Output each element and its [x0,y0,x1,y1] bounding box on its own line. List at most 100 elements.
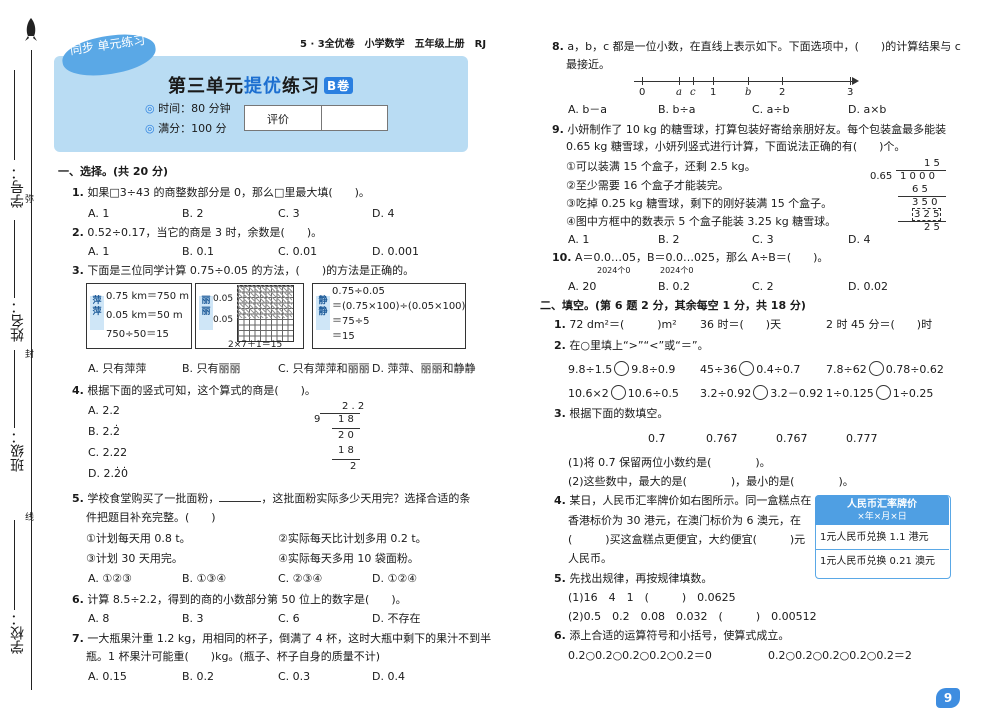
q10-text: 10. A＝0.0…05，B＝0.0…025，那么 A÷B＝( )。 [552,251,829,264]
lili-grid-label: 0.05 [213,294,234,304]
f3-blank[interactable]: (2)这些数中，最大的是( )，最小的是( )。 [568,475,854,488]
q3-option[interactable]: A. 只有萍萍 [88,362,147,375]
q9-sub-line [898,196,946,197]
q4-sub-line [332,459,360,460]
f3-blank[interactable]: (1)将 0.7̇ 保留两位小数约是( )。 [568,456,771,469]
q2-text: 2. 0.52÷0.17，当它的商是 3 时，余数是( )。 [72,226,323,239]
number-line-tick [713,77,714,85]
q9-statement: ③吃掉 0.25 kg 糖雪球，剩下的刚好装满 15 个盒子。 [566,197,833,210]
q9-option[interactable]: A. 1 [568,233,590,246]
q3-option[interactable]: D. 萍萍、丽丽和静静 [372,362,476,375]
q7-option[interactable]: D. 0.4 [372,670,405,683]
f1-blank[interactable]: 2 时 45 分＝( )时 [826,318,933,331]
q10-subscript: 2024个0 [660,266,694,275]
q4-option[interactable]: D. 2.2̇0̇ [88,467,128,480]
exchange-rate-divider [815,549,949,550]
q6-option[interactable]: C. 6 [278,612,300,625]
f6-equation[interactable]: 0.2○0.2○0.2○0.2○0.2＝0 [568,649,712,662]
q3-option[interactable]: B. 只有丽丽 [182,362,241,375]
q4-sub-line [332,428,360,429]
number-line-label: 2 [779,87,786,98]
q4-text: 4. 根据下面的竖式可知，这个算式的商是( )。 [72,384,316,397]
school-line [14,520,15,610]
q4-option[interactable]: A. 2.2 [88,404,120,417]
f4-text-line: 香港标价为 30 港元，在澳门标价为 6 澳元，在 [568,514,801,527]
q9-option[interactable]: B. 2 [658,233,680,246]
q9-option[interactable]: D. 4 [848,233,871,246]
f3-number: 0.7̇ [648,432,666,445]
q6-option[interactable]: A. 8 [88,612,110,625]
f3-text: 3. 根据下面的数填空。 [554,407,669,420]
q10-option[interactable]: D. 0.02 [848,280,888,293]
q9-statement: ②至少需要 16 个盒子才能装完。 [566,179,729,192]
q8-option[interactable]: C. a÷b [752,103,790,116]
q8-option[interactable]: A. b－a [568,103,608,116]
q1-option[interactable]: A. 1 [88,207,110,220]
f2-text: 2. 在○里填上“>”“<”或“＝”。 [554,339,709,352]
q5-condition: ④实际每天多用 10 袋面粉。 [278,552,419,565]
q10-option[interactable]: B. 0.2 [658,280,691,293]
q2-option[interactable]: C. 0.01 [278,245,318,258]
q8-option[interactable]: D. a×b [848,103,887,116]
jingjing-line: 0.75÷0.05 [332,286,385,297]
f4-blank[interactable]: ( )买这盒糕点更便宜，大约便宜( )元 [568,533,806,546]
exchange-rate-hkd: 1元人民币兑换 1.1 港元 [820,532,929,543]
number-line-label: c [690,87,696,98]
f5-text: 5. 先找出规律，再按规律填数。 [554,572,713,585]
q5-option[interactable]: A. ①②③ [88,572,132,585]
q10-option[interactable]: C. 2 [752,280,774,293]
q9-calc-boxed: 3 2 5 [912,208,942,221]
q4-option[interactable]: B. 2.2̇ [88,425,121,438]
q5-condition: ①计划每天用 0.8 t。 [86,532,191,545]
q4-calc-quotient: 2 . 2 [342,401,365,412]
exchange-rate-mop: 1元人民币兑换 0.21 澳元 [820,556,935,567]
q1-option[interactable]: C. 3 [278,207,300,220]
q5-option[interactable]: C. ②③④ [278,572,323,585]
q7-option[interactable]: A. 0.15 [88,670,127,683]
q2-option[interactable]: D. 0.001 [372,245,419,258]
q7-option[interactable]: C. 0.3 [278,670,311,683]
q2-option[interactable]: A. 1 [88,245,110,258]
q5-condition: ②实际每天比计划多用 0.2 t。 [278,532,427,545]
q7-text-cont: 瓶。1 杯果汁可能重( )kg。(瓶子、杯子自身的质量不计) [86,650,381,663]
q1-option[interactable]: B. 2 [182,207,204,220]
q4-option[interactable]: C. 2.22 [88,446,128,459]
pingping-line: 750÷50＝15 [106,329,169,340]
q7-option[interactable]: B. 0.2 [182,670,215,683]
f5-sequence[interactable]: (2)0.5 0.2 0.08 0.032 ( ) 0.00512 [568,610,817,623]
number-line-tick [693,77,694,85]
q5-text: 5. 学校食堂购买了一批面粉，，这批面粉实际多少天用完？选择合适的条 [72,492,471,505]
q8-option[interactable]: B. b÷a [658,103,696,116]
lili-tab: 丽丽 [199,296,213,330]
number-line-arrow [852,77,859,85]
lili-equation: 2×7＋1＝15 [228,340,283,350]
f5-sequence[interactable]: (1)16 4 1 ( ) 0.0625 [568,591,736,604]
q9-option[interactable]: C. 3 [752,233,774,246]
q1-text: 1. 如果□3÷43 的商整数部分是 0，那么□里最大填( )。 [72,186,370,199]
rocket-icon [24,18,38,42]
q10-option[interactable]: A. 20 [568,280,597,293]
q5-option[interactable]: B. ①③④ [182,572,227,585]
number-line-label: 0 [639,87,646,98]
q5-text-cont: 件把题目补充完整。( ) [86,511,216,524]
lili-grid-label: 0.05 [213,315,234,325]
q6-option[interactable]: B. 3 [182,612,204,625]
pingping-line: 0.05 km＝50 m [106,310,183,321]
q3-option[interactable]: C. 只有萍萍和丽丽 [278,362,370,375]
q4-division-bar [320,413,360,414]
q6-option[interactable]: D. 不存在 [372,612,421,625]
seal-char-2: 封 [25,350,35,360]
method-box-lili [195,283,304,349]
q1-option[interactable]: D. 4 [372,207,395,220]
q2-option[interactable]: B. 0.1 [182,245,215,258]
f6-equation[interactable]: 0.2○0.2○0.2○0.2○0.2＝2 [768,649,912,662]
q5-option[interactable]: D. ①②④ [372,572,418,585]
q9-calc-divisor: 0.65 [870,171,893,182]
f1-blank[interactable]: 36 时＝( )天 [700,318,782,331]
